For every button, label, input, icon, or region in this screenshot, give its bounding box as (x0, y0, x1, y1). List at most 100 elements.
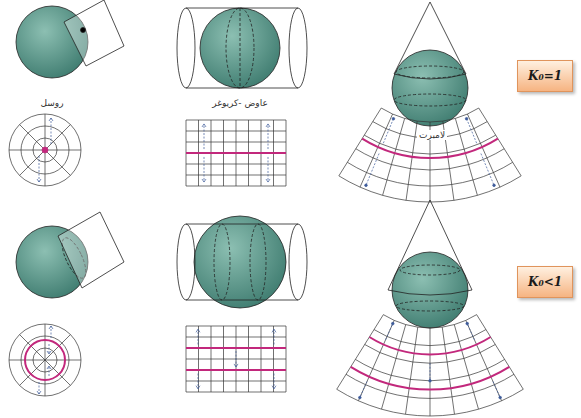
grid-line (186, 370, 286, 371)
scale-arrow (49, 118, 53, 121)
projection-name: لامبرت (417, 130, 447, 140)
grid-line (45, 150, 81, 151)
grid-line (20, 150, 45, 175)
grid-line (339, 108, 381, 176)
grid-line (186, 153, 286, 154)
globe (200, 8, 280, 88)
scale-factor-box: K₀<1 (517, 266, 573, 298)
projection-name: عاوض -كريوغر (212, 98, 268, 108)
standard-parallel (362, 139, 498, 158)
grid-line (45, 360, 81, 361)
scale-arrow (51, 118, 52, 144)
scale-arrow (391, 322, 394, 325)
scale-arrow (274, 329, 275, 344)
grid-line (381, 325, 405, 410)
scale-arrow (234, 364, 238, 367)
grid-line (186, 348, 286, 349)
scale-arrow (383, 119, 393, 143)
grid-line (186, 175, 286, 176)
scale-arrow (466, 322, 469, 325)
grid-line (20, 125, 45, 150)
scale-arrow (360, 381, 367, 397)
grid-line (383, 315, 476, 328)
grid-line (186, 337, 286, 338)
grid-line (406, 121, 417, 200)
scale-arrow (47, 351, 51, 354)
cone (394, 2, 466, 74)
grid-line (45, 125, 70, 150)
scale-arrow (467, 324, 474, 340)
scale-arrow (202, 124, 206, 127)
scale-arrow (196, 386, 200, 389)
secant-plane (58, 212, 124, 288)
scale-arrow (272, 329, 276, 332)
grid-line (381, 108, 479, 122)
grid-line (454, 325, 478, 410)
grid-line (479, 108, 521, 176)
grid-line (45, 150, 46, 186)
scale-factor-box: K₀=1 (517, 60, 573, 92)
standard-line (186, 347, 286, 349)
grid-line (9, 360, 45, 361)
standard-circle (25, 340, 65, 380)
grid-line (442, 327, 454, 414)
scale-arrow (499, 396, 502, 399)
grid-line (45, 360, 46, 396)
scale-factor: K₀=1 (528, 69, 562, 83)
scale-arrow (266, 124, 270, 127)
scale-arrow (49, 344, 50, 354)
scale-arrow (198, 374, 199, 389)
scale-arrow (366, 154, 379, 186)
cylinder (186, 8, 298, 9)
scale-arrow (274, 374, 275, 389)
scale-arrow (204, 124, 205, 149)
scale-arrow (202, 179, 206, 182)
globe (194, 216, 286, 308)
grid-line (186, 326, 286, 327)
standard-point (42, 147, 48, 153)
scale-arrow (493, 381, 500, 397)
grid-line (45, 335, 70, 360)
grid-line (337, 315, 384, 390)
scale-arrow (37, 179, 41, 182)
scale-arrow (49, 366, 50, 376)
scale-arrow (196, 329, 200, 332)
scale-arrow (359, 396, 362, 399)
grid-line (9, 324, 81, 396)
grid-line (186, 186, 286, 187)
scale-arrow (49, 326, 53, 329)
scale-arrow (47, 366, 51, 369)
grid-line (9, 150, 45, 151)
grid-line (477, 315, 524, 390)
grid-line (45, 324, 46, 360)
standard-line (186, 152, 286, 154)
tangent-point (81, 28, 86, 33)
scale-arrow (465, 117, 468, 120)
grid-line (45, 360, 70, 385)
grid-line (20, 335, 45, 360)
grid-line (45, 150, 70, 175)
scale-arrow (493, 184, 496, 187)
cone (388, 200, 472, 290)
scale-arrow (429, 380, 432, 383)
scale-arrow (236, 351, 237, 367)
scale-arrow (268, 157, 269, 182)
grid-line (186, 120, 286, 121)
grid-line (186, 381, 286, 382)
scale-arrow (272, 386, 276, 389)
scale-arrow (481, 154, 494, 186)
grid-line (358, 320, 394, 400)
standard-line (186, 369, 286, 371)
scale-arrow (37, 391, 41, 394)
cylinder (186, 224, 298, 225)
scale-arrow (386, 324, 393, 340)
grid-line (20, 360, 45, 385)
scale-arrow (430, 363, 431, 381)
grid-line (9, 114, 81, 186)
globe (392, 50, 468, 126)
standard-parallel (369, 337, 490, 354)
projection-name: روسل (40, 98, 63, 108)
scale-arrow (365, 184, 368, 187)
scale-arrow (51, 326, 52, 338)
